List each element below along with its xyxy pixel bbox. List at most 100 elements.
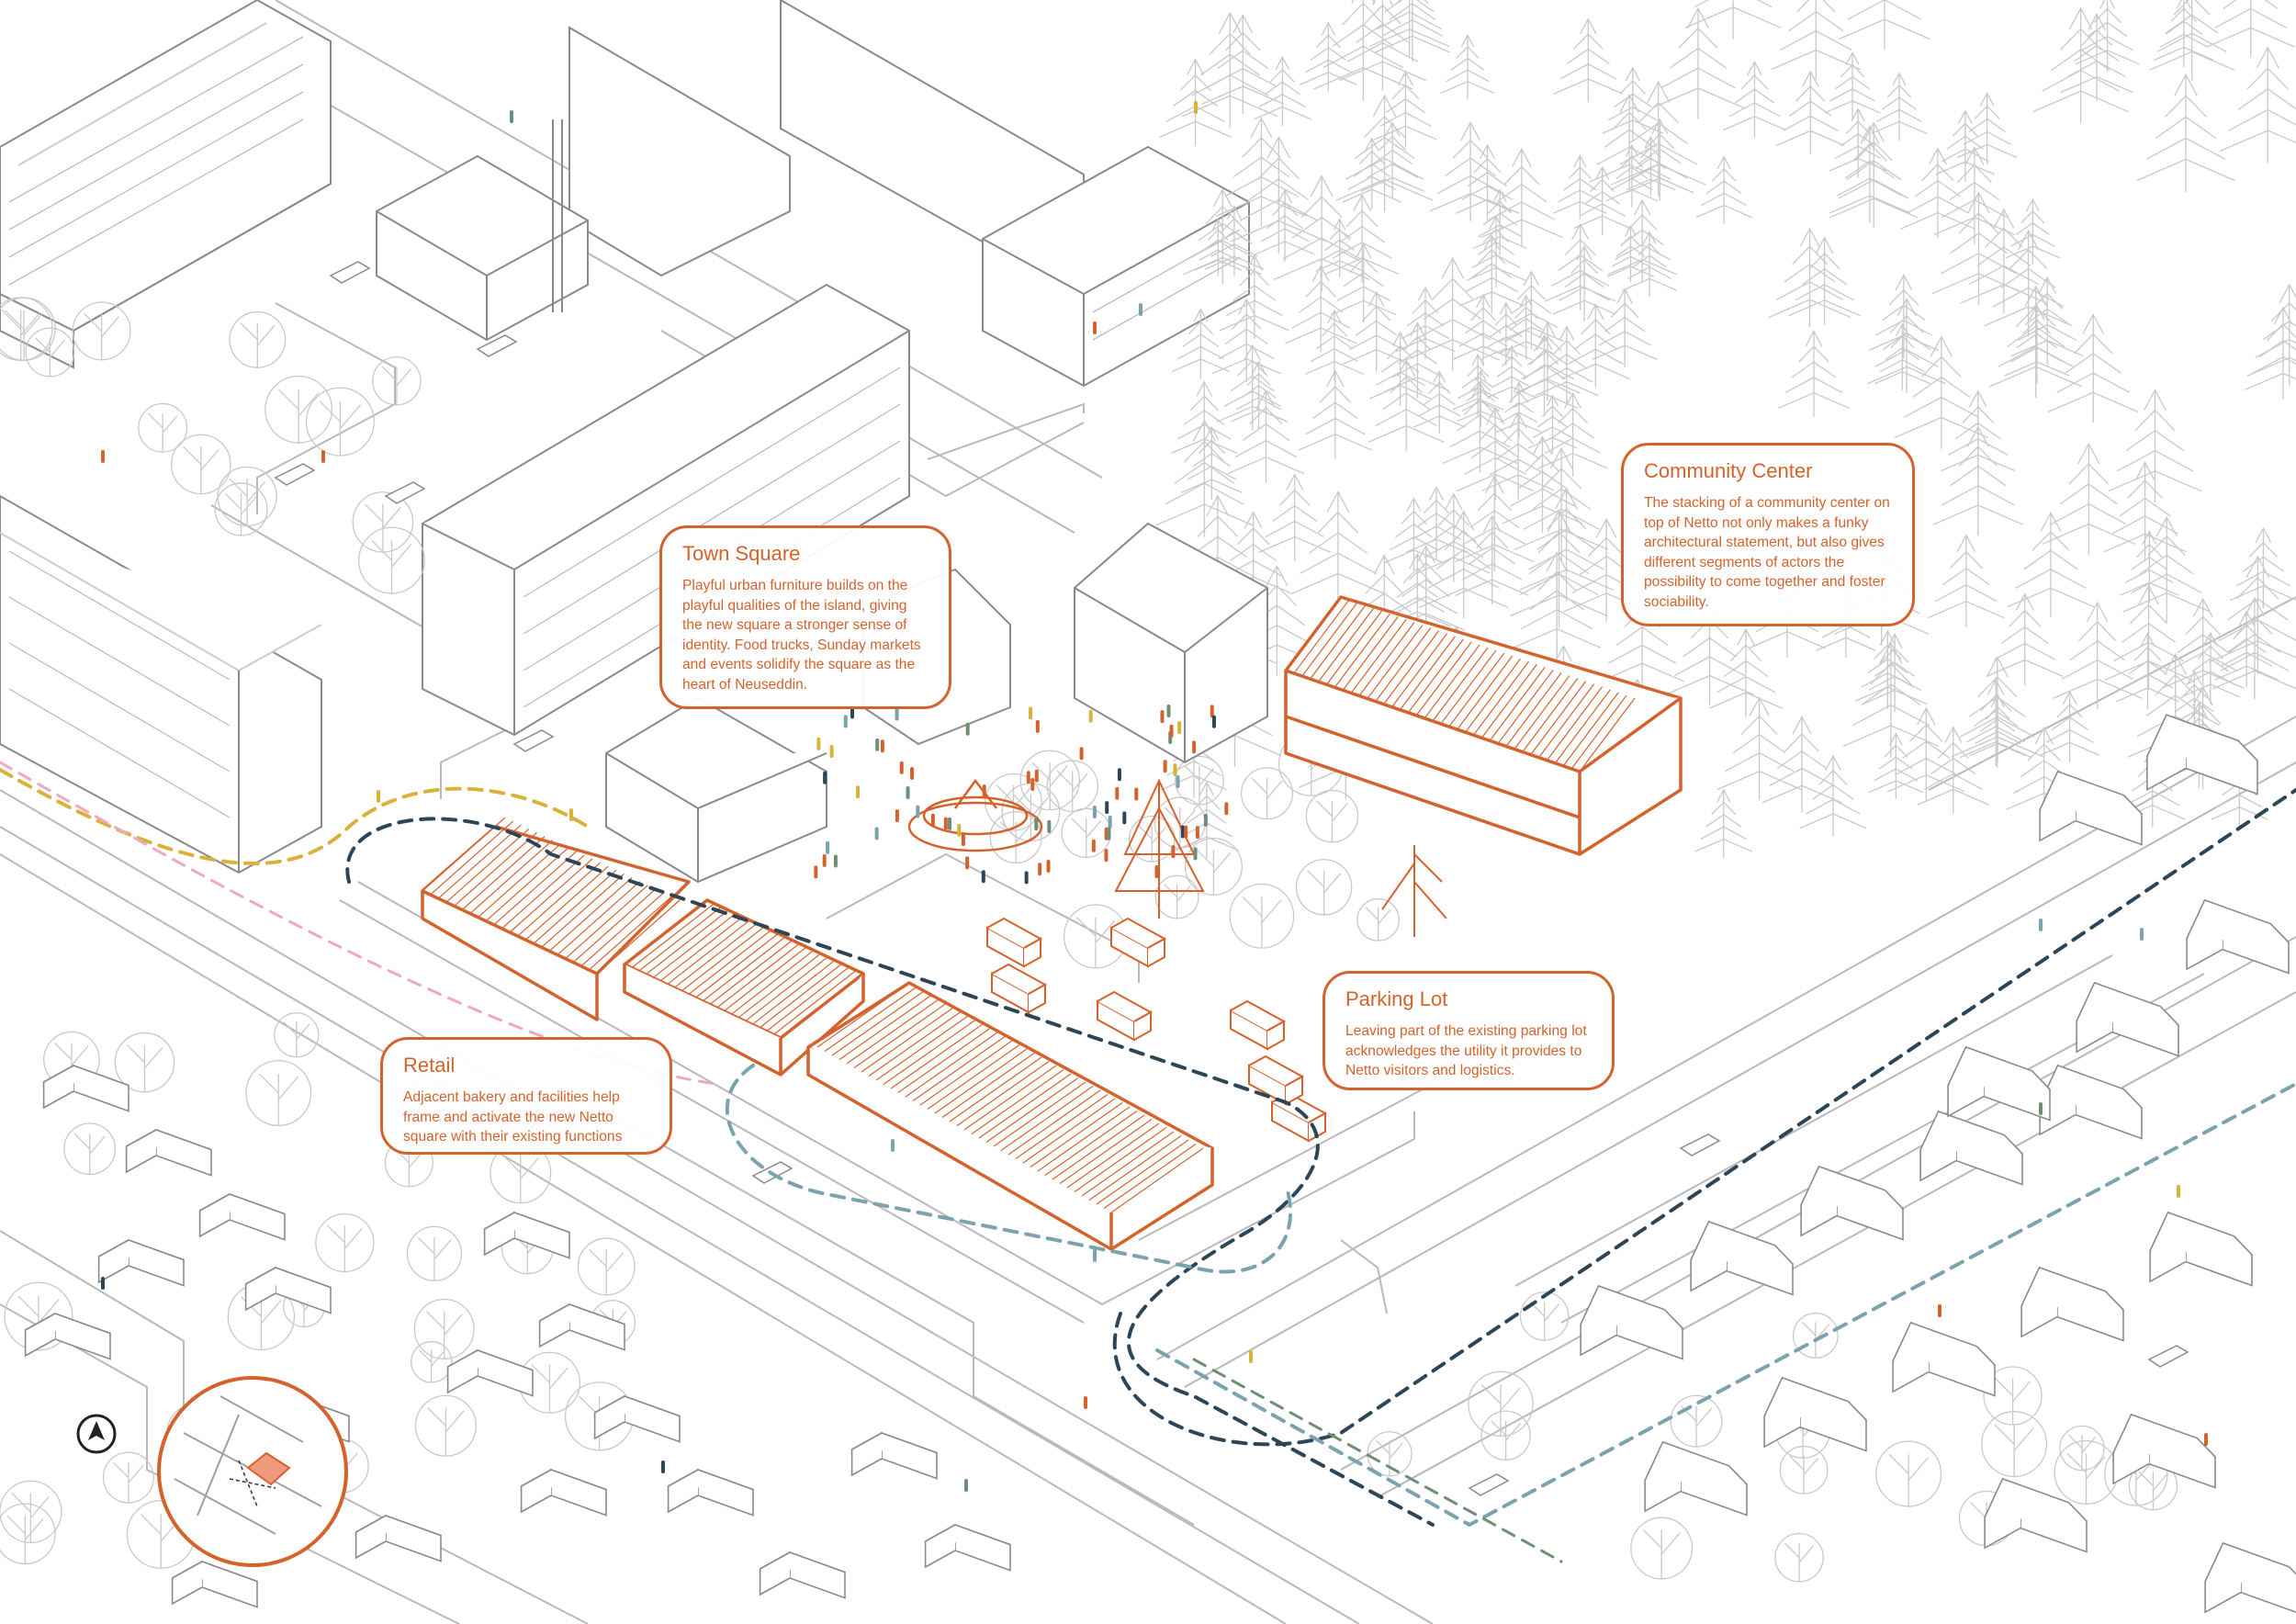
house bbox=[667, 1468, 754, 1517]
conifer-tree bbox=[1871, 72, 1928, 141]
house bbox=[483, 1211, 570, 1259]
house bbox=[850, 1431, 938, 1480]
deciduous-tree bbox=[264, 375, 333, 444]
feature-tree bbox=[1114, 778, 1447, 937]
house bbox=[355, 1514, 442, 1562]
person bbox=[1180, 825, 1185, 839]
person bbox=[1024, 871, 1029, 885]
conifer-tree bbox=[2116, 632, 2180, 710]
person bbox=[895, 707, 899, 721]
person bbox=[856, 785, 861, 799]
house bbox=[1644, 1440, 1748, 1517]
person bbox=[899, 761, 904, 774]
deciduous-tree bbox=[0, 297, 56, 361]
house bbox=[42, 1064, 129, 1112]
conifer-tree bbox=[1829, 107, 1887, 178]
conifer-tree bbox=[1602, 66, 1664, 141]
deciduous-tree bbox=[1774, 1532, 1824, 1583]
person bbox=[1104, 849, 1109, 863]
person bbox=[1107, 827, 1111, 840]
conifer-tree bbox=[1325, 193, 1400, 283]
conifer-tree bbox=[1592, 288, 1658, 367]
conifer-tree bbox=[1651, 6, 1745, 119]
person bbox=[1134, 787, 1139, 801]
deciduous-tree bbox=[1779, 1445, 1829, 1494]
deciduous-tree bbox=[114, 1032, 175, 1093]
house bbox=[97, 1238, 185, 1287]
house bbox=[2112, 1413, 2216, 1489]
deciduous-tree bbox=[63, 1122, 117, 1176]
conifer-tree bbox=[1771, 0, 1861, 81]
person bbox=[1038, 863, 1042, 876]
person bbox=[1105, 801, 1109, 815]
person bbox=[1093, 1249, 1097, 1262]
conifer-tree bbox=[1560, 303, 1631, 388]
person bbox=[1030, 777, 1035, 791]
conifer-tree bbox=[2108, 389, 2202, 503]
person bbox=[1210, 705, 1214, 718]
house bbox=[2146, 714, 2258, 795]
person bbox=[321, 450, 325, 463]
conifer-tree bbox=[1519, 487, 1614, 602]
conifer-tree bbox=[1799, 754, 1867, 837]
conifer-tree bbox=[2032, 6, 2129, 124]
house bbox=[24, 1312, 111, 1360]
deciduous-tree bbox=[171, 434, 231, 495]
deciduous-tree bbox=[102, 1451, 154, 1504]
deciduous-tree bbox=[406, 1225, 463, 1281]
deciduous-tree bbox=[72, 301, 131, 361]
deciduous-tree bbox=[217, 466, 277, 527]
person bbox=[377, 790, 380, 803]
conifer-tree bbox=[1868, 274, 1939, 359]
conifer-tree bbox=[2245, 306, 2296, 400]
deciduous-tree bbox=[1019, 750, 1081, 811]
car bbox=[384, 481, 426, 504]
conifer-tree bbox=[1330, 242, 1397, 323]
person bbox=[910, 767, 915, 781]
conifer-tree bbox=[1215, 117, 1307, 228]
deciduous-tree bbox=[357, 526, 425, 594]
conifer-tree bbox=[1368, 0, 1450, 57]
deciduous-tree bbox=[1981, 1411, 2048, 1478]
conifer-tree bbox=[1253, 55, 1311, 127]
conifer-tree bbox=[2119, 530, 2179, 603]
person bbox=[822, 853, 827, 867]
person bbox=[981, 870, 985, 884]
gazebo bbox=[907, 778, 1043, 852]
conifer-tree bbox=[1829, 125, 1910, 223]
deciduous-tree bbox=[1184, 837, 1243, 897]
conifer-tree bbox=[2105, 584, 2193, 691]
conifer-tree bbox=[1498, 270, 1564, 350]
conifer-tree bbox=[1258, 473, 1332, 561]
conifer-tree bbox=[1573, 165, 1631, 235]
conifer-tree bbox=[1932, 425, 2024, 536]
person bbox=[1938, 1304, 1941, 1317]
conifer-tree bbox=[1298, 369, 1373, 459]
conifer-tree bbox=[1440, 33, 1495, 100]
conifer-tree bbox=[1360, 121, 1424, 199]
deciduous-tree bbox=[1061, 807, 1111, 858]
conifer-tree bbox=[1201, 14, 1285, 115]
car bbox=[1679, 1133, 1721, 1156]
conifer-tree bbox=[1429, 121, 1512, 221]
conifer-tree bbox=[2136, 73, 2235, 193]
house bbox=[446, 1348, 534, 1397]
person bbox=[1108, 815, 1112, 829]
person bbox=[1029, 706, 1033, 720]
person bbox=[1193, 847, 1198, 861]
car bbox=[512, 729, 555, 752]
house bbox=[1580, 1284, 1683, 1360]
conifer-tree bbox=[1488, 344, 1536, 403]
conifer-tree bbox=[1959, 678, 2032, 766]
person bbox=[895, 809, 899, 823]
deciduous-tree bbox=[1356, 897, 1401, 942]
deciduous-tree bbox=[1175, 755, 1224, 806]
conifer-tree bbox=[1606, 224, 1655, 283]
conifer-tree bbox=[1181, 425, 1243, 501]
person bbox=[510, 110, 513, 123]
conifer-tree bbox=[1527, 394, 1578, 455]
conifer-tree bbox=[1552, 244, 1616, 322]
house bbox=[520, 1468, 607, 1517]
house bbox=[1690, 1220, 1794, 1296]
conifer-tree bbox=[1455, 475, 1535, 571]
